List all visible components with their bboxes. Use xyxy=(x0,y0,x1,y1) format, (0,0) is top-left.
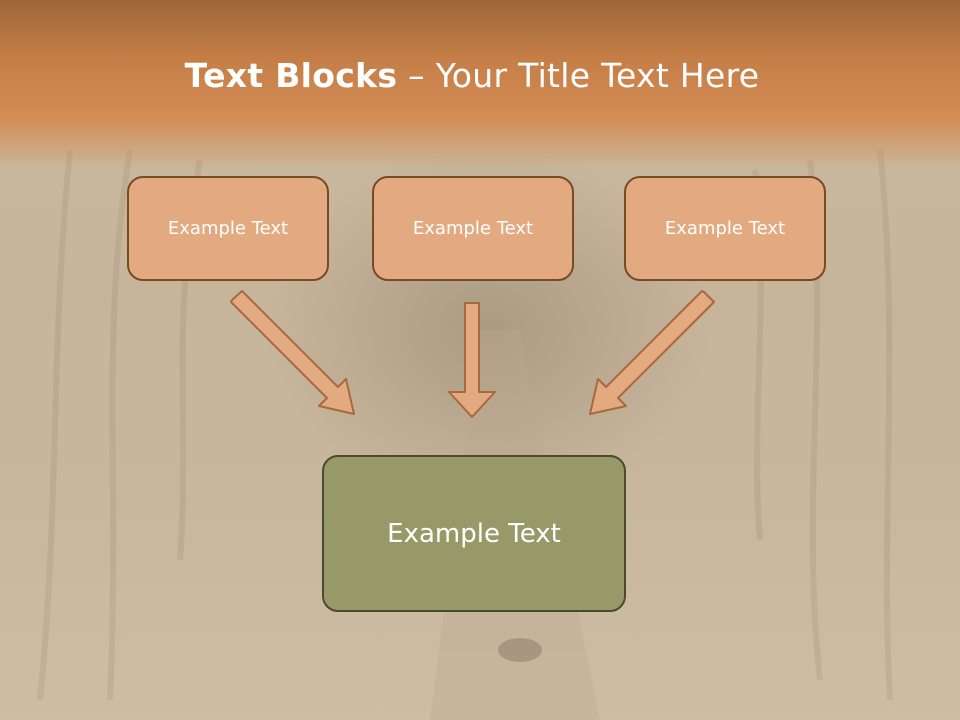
title-separator: – xyxy=(397,56,436,95)
title-rest: Your Title Text Here xyxy=(435,56,760,95)
top-left-box-label: Example Text xyxy=(167,218,289,239)
top-left-box: Example Text xyxy=(127,176,329,281)
slide-title: Text Blocks – Your Title Text Here xyxy=(0,56,944,95)
title-band xyxy=(0,0,960,170)
top-center-box-label: Example Text xyxy=(412,218,534,239)
center-arrow xyxy=(448,302,496,418)
bottom-box: Example Text xyxy=(322,455,626,612)
top-right-box-label: Example Text xyxy=(664,218,786,239)
right-arrow xyxy=(589,290,715,415)
bottom-box-label: Example Text xyxy=(387,518,561,549)
top-right-box: Example Text xyxy=(624,176,826,281)
left-arrow xyxy=(230,290,355,415)
top-center-box: Example Text xyxy=(372,176,574,281)
title-bold: Text Blocks xyxy=(184,56,398,95)
